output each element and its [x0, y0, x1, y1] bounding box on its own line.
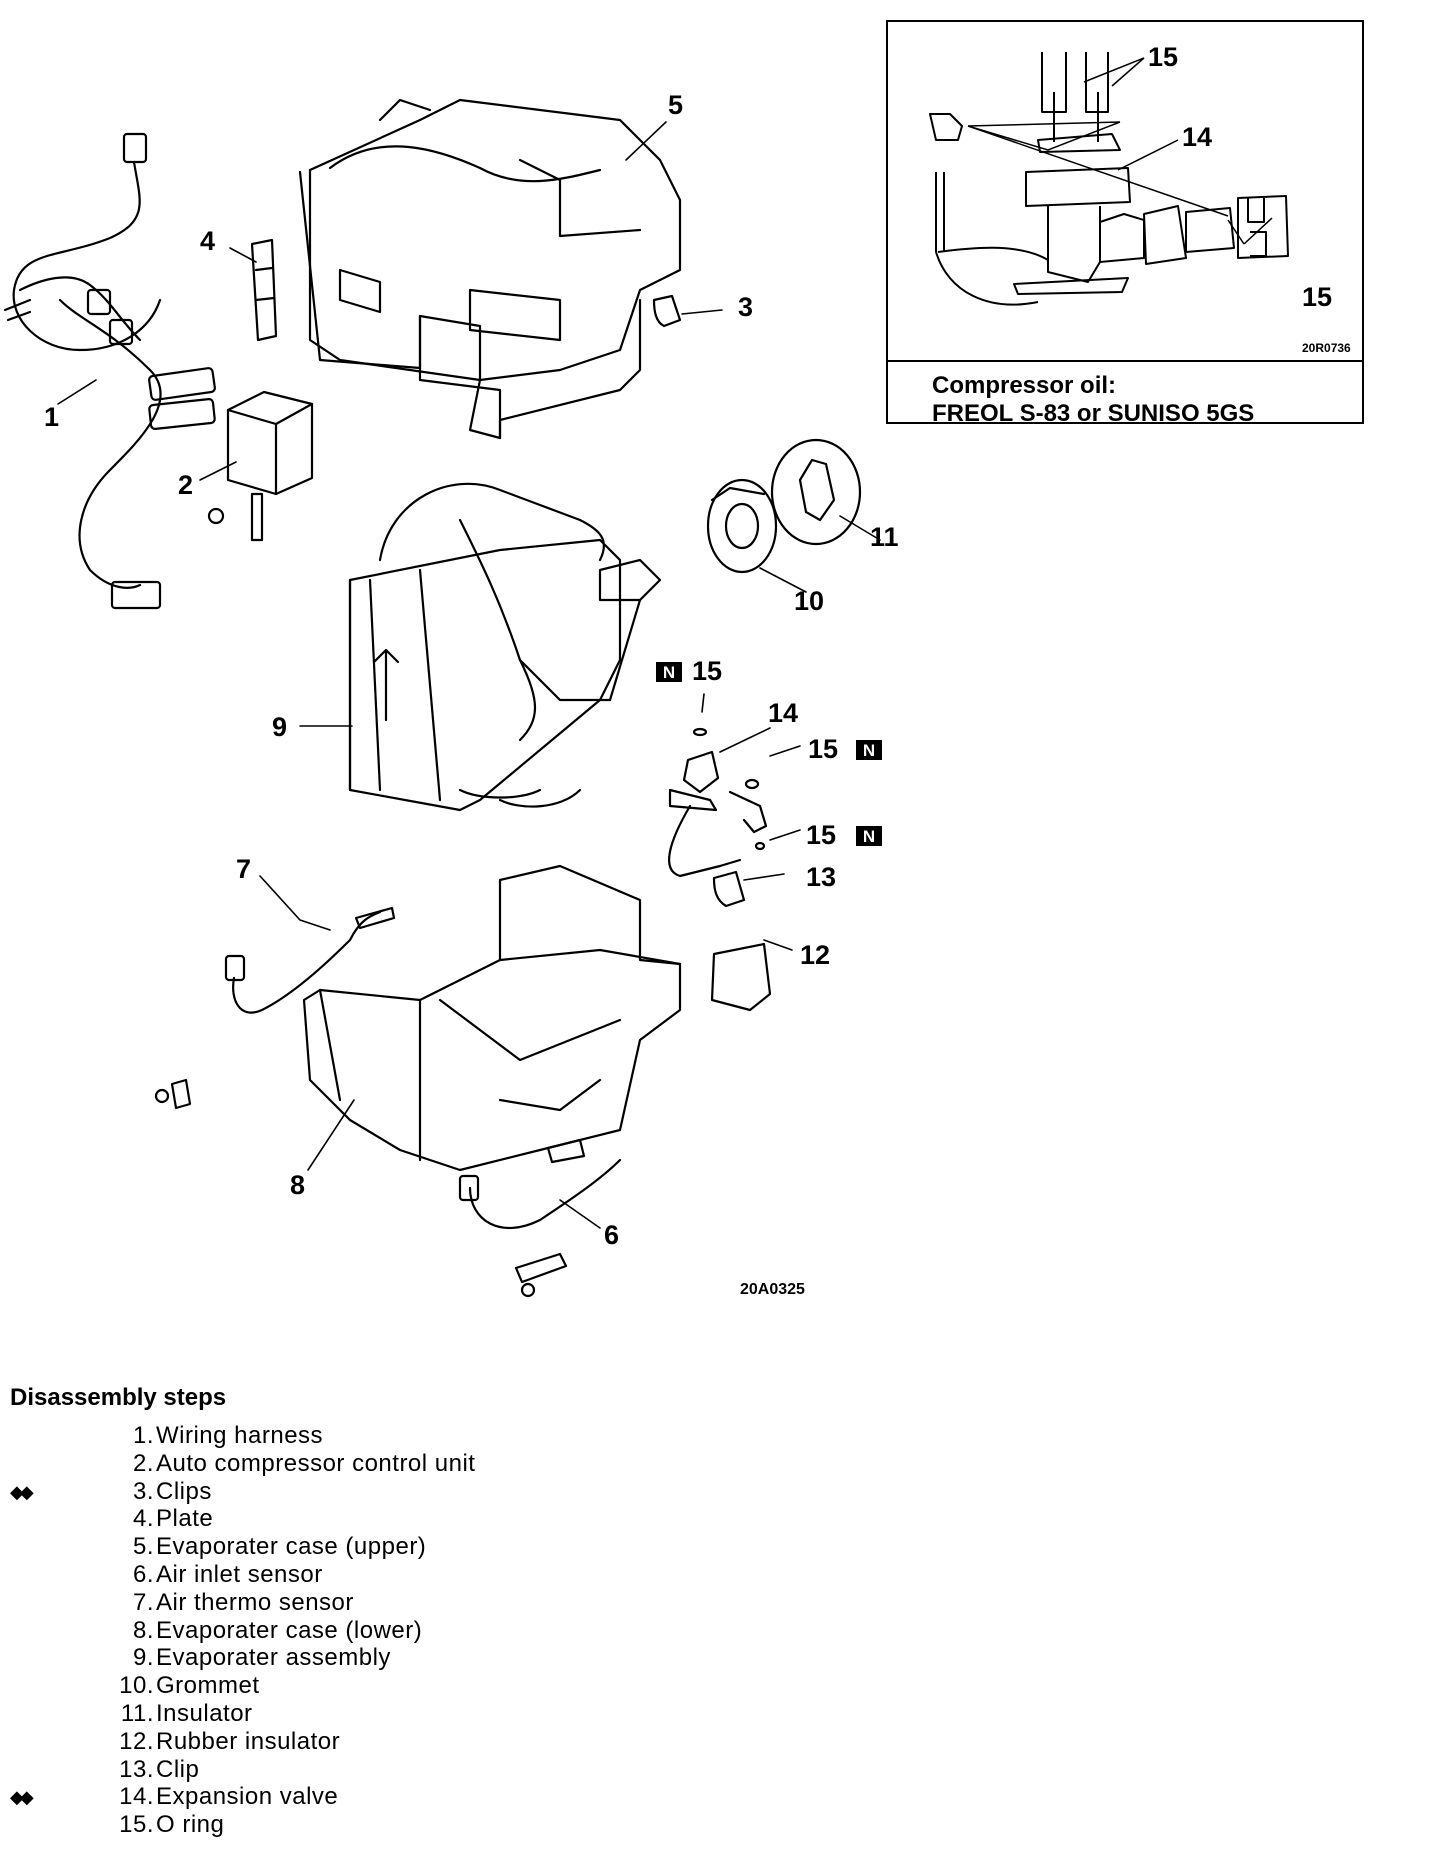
step-number: 15. [119, 1811, 154, 1839]
step-number: 11. [120, 1699, 154, 1727]
figure-code: 20A0325 [740, 1281, 805, 1298]
step-number: 12. [119, 1727, 154, 1755]
leader-lines [57, 121, 881, 1229]
evaporator-assembly-part [348, 482, 662, 812]
step-label: Evaporater case (lower) [156, 1616, 423, 1644]
step-item: 15.O ring [10, 1811, 710, 1839]
step-item: 9.Evaporater assembly [10, 1644, 710, 1672]
callout-6: 6 [604, 1220, 619, 1250]
callout-10: 10 [794, 586, 824, 616]
callout-labels: 1 2 3 4 5 6 7 8 9 10 11 12 13 14 15 15 1… [44, 90, 899, 1298]
exploded-diagram: N N N 1 2 3 4 5 6 7 8 9 10 11 12 13 14 1… [3, 90, 899, 1298]
step-label: O ring [156, 1811, 225, 1839]
clip-13-part [712, 870, 746, 908]
step-number: 10. [119, 1672, 154, 1700]
callout-12: 12 [800, 940, 830, 970]
steps-title: Disassembly steps [10, 1384, 227, 1411]
step-number: 14. [119, 1783, 154, 1811]
grommet-part [706, 478, 778, 574]
callout-15: 15 [806, 820, 836, 850]
step-item: 4.Plate [10, 1505, 710, 1533]
step-label: Rubber insulator [156, 1727, 341, 1755]
step-label: Air thermo sensor [156, 1588, 354, 1616]
callout-3: 3 [738, 292, 753, 322]
step-label: Evaporater assembly [156, 1644, 391, 1672]
expansion-valve-part [668, 727, 768, 878]
inset-callout-14: 14 [1182, 122, 1212, 152]
callout-15: 15 [808, 734, 838, 764]
callout-13: 13 [806, 862, 836, 892]
inset-detail-box: 15 14 15 20R0736 Compressor oil: FREOL S… [886, 20, 1364, 427]
step-label: Wiring harness [156, 1422, 324, 1449]
step-number: 13. [119, 1755, 154, 1783]
new-part-mark: N [663, 663, 675, 682]
callout-4: 4 [200, 226, 215, 256]
step-item: ◆◆ 14.Expansion valve [10, 1783, 710, 1811]
callout-2: 2 [178, 470, 193, 500]
evaporator-case-upper-part [298, 98, 682, 440]
step-item: 2.Auto compressor control unit [10, 1450, 710, 1478]
step-label: Clips [156, 1477, 212, 1505]
air-inlet-sensor-part [458, 1138, 622, 1298]
step-item: 8.Evaporater case (lower) [10, 1617, 710, 1645]
step-label: Expansion valve [156, 1783, 339, 1811]
step-number: 6. [132, 1560, 154, 1588]
clip-part [652, 294, 682, 328]
new-part-mark: N [863, 741, 875, 760]
callout-14: 14 [768, 698, 798, 728]
callout-1: 1 [44, 402, 59, 432]
step-item: 5.Evaporater case (upper) [10, 1533, 710, 1561]
step-number: 7. [132, 1588, 154, 1616]
step-item: 10.Grommet [10, 1672, 710, 1700]
service-point-icon: ◆◆ [10, 1481, 34, 1502]
step-number: 3. [132, 1477, 154, 1505]
callout-15: 15 [692, 656, 722, 686]
step-item: 12.Rubber insulator [10, 1728, 710, 1756]
step-number: 2. [132, 1449, 154, 1477]
inset-callout-15: 15 [1148, 42, 1178, 72]
air-thermo-sensor-part [224, 906, 396, 1014]
rubber-insulator-part [710, 942, 772, 1012]
step-label: Evaporater case (upper) [156, 1533, 427, 1561]
inset-divider [888, 360, 1362, 362]
step-number: 4. [132, 1505, 154, 1533]
step-item: 13.Clip [10, 1756, 710, 1784]
callout-5: 5 [668, 90, 683, 120]
step-item: 6.Air inlet sensor [10, 1561, 710, 1589]
compressor-oil-note: Compressor oil: FREOL S-83 or SUNISO 5GS [932, 372, 1254, 428]
wiring-harness-part [3, 132, 216, 610]
note-line-2: FREOL S-83 or SUNISO 5GS [932, 400, 1255, 427]
new-part-mark: N [863, 827, 875, 846]
step-label: Air inlet sensor [156, 1560, 323, 1588]
step-label: Clip [156, 1755, 200, 1783]
step-item: ◆◆ 3.Clips [10, 1478, 710, 1506]
callout-7: 7 [236, 854, 251, 884]
step-number: 9. [132, 1644, 154, 1672]
step-label: Plate [156, 1505, 214, 1533]
step-item: 1.Wiring harness [10, 1422, 710, 1450]
plate-part [250, 238, 278, 342]
step-item: 7.Air thermo sensor [10, 1589, 710, 1617]
step-label: Auto compressor control unit [156, 1449, 476, 1477]
callout-11: 11 [870, 522, 899, 552]
step-label: Grommet [156, 1672, 260, 1700]
callout-9: 9 [272, 712, 287, 742]
insulator-part [770, 438, 862, 546]
step-number: 1. [132, 1422, 154, 1449]
control-unit-part [207, 390, 314, 542]
evaporator-case-lower-part [154, 864, 682, 1172]
step-number: 8. [132, 1616, 154, 1644]
inset-callout-15: 15 [1302, 282, 1332, 312]
new-part-marks: N N N [656, 662, 882, 846]
step-item: 11.Insulator [10, 1700, 710, 1728]
inset-figure-code: 20R0736 [1302, 341, 1351, 355]
service-point-icon: ◆◆ [10, 1787, 34, 1808]
step-number: 5. [132, 1533, 154, 1561]
inset-diagram: 15 14 15 20R0736 [929, 42, 1351, 355]
step-label: Insulator [156, 1699, 253, 1727]
note-line-1: Compressor oil: [932, 372, 1117, 399]
callout-8: 8 [290, 1170, 305, 1200]
